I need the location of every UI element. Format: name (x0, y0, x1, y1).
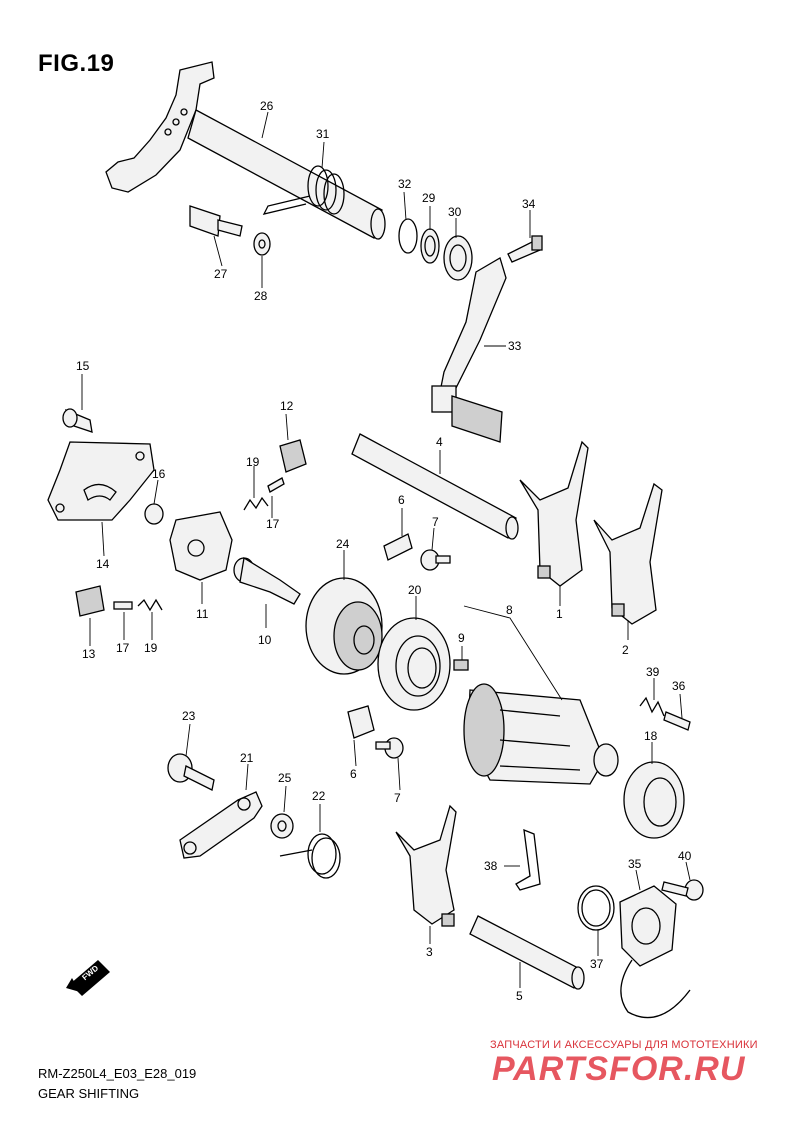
leader-lines (81, 111, 691, 988)
callout-21: 21 (240, 751, 254, 765)
callout-6: 6 (398, 493, 405, 507)
part-20-bearing (377, 617, 451, 711)
part-33-gearshift-lever (431, 257, 507, 443)
part-26-gearshift-shaft (105, 61, 386, 240)
callout-19-lower: 19 (144, 641, 158, 655)
callout-37: 37 (590, 957, 604, 971)
part-9-pin (453, 659, 469, 671)
part-11-gearshift-cam-driven-gear (169, 511, 233, 581)
part-37-o-ring (577, 885, 615, 931)
callout-7-lower: 7 (394, 791, 401, 805)
callout-33: 33 (508, 339, 522, 353)
part-18-bearing (623, 761, 685, 839)
callout-3: 3 (426, 945, 433, 959)
callout-24: 24 (336, 537, 350, 551)
part-32-circlip (398, 218, 418, 254)
callout-30: 30 (448, 205, 462, 219)
part-7-screw (420, 549, 451, 571)
part-28-washer (253, 232, 271, 256)
part-15-bolt (62, 408, 93, 433)
part-19-spring (243, 496, 269, 511)
callout-22: 22 (312, 789, 326, 803)
part-34-bolt (507, 235, 543, 263)
callout-35: 35 (628, 857, 642, 871)
watermark-brand: PARTSFOR.RU (492, 1050, 746, 1088)
callout-labels: 26 31 32 29 30 34 27 28 33 15 12 4 19 16… (76, 99, 692, 1003)
callout-10: 10 (258, 633, 272, 647)
part-27-bolt (189, 205, 243, 237)
part-10-cam-stopper-bolt (233, 556, 301, 605)
part-7-screw-lower (375, 737, 404, 759)
part-3-shift-fork (395, 804, 457, 927)
callout-18: 18 (644, 729, 658, 743)
part-4-fork-shaft (351, 433, 519, 540)
callout-36: 36 (672, 679, 686, 693)
diagram-subtitle: GEAR SHIFTING (38, 1086, 140, 1101)
callout-15: 15 (76, 359, 90, 373)
callout-2: 2 (622, 643, 629, 657)
callout-17-lower: 17 (116, 641, 130, 655)
part-25-washer (270, 813, 294, 839)
part-30-oil-seal (443, 235, 473, 281)
part-39-spring (639, 696, 665, 717)
callout-16: 16 (152, 467, 166, 481)
callout-9: 9 (458, 631, 465, 645)
part-24-gearshift-cam-gear (305, 577, 383, 675)
callout-12: 12 (280, 399, 294, 413)
part-13-pawl (75, 585, 105, 617)
figure-title: FIG.19 (38, 50, 115, 77)
part-8-gearshift-cam (463, 683, 619, 785)
part-31-return-spring (262, 165, 345, 215)
callout-40: 40 (678, 849, 692, 863)
part-12-stopper (279, 439, 307, 473)
part-2-shift-fork (593, 482, 663, 625)
part-17-pin-lower (113, 601, 133, 610)
callout-4: 4 (436, 435, 443, 449)
part-23-bolt (167, 753, 215, 791)
part-22-spring (279, 833, 341, 879)
callout-23: 23 (182, 709, 196, 723)
callout-26: 26 (260, 99, 274, 113)
callout-28: 28 (254, 289, 268, 303)
callout-1: 1 (556, 607, 563, 621)
callout-6-lower: 6 (350, 767, 357, 781)
callout-20: 20 (408, 583, 422, 597)
callout-25: 25 (278, 771, 292, 785)
part-40-bolt (661, 879, 704, 901)
part-19-spring-lower (137, 598, 163, 612)
part-17-pin (267, 477, 285, 493)
callout-27: 27 (214, 267, 228, 281)
callout-34: 34 (522, 197, 536, 211)
part-36-pin (663, 711, 691, 731)
fwd-arrow-icon: FWD (66, 960, 110, 996)
part-35-gear-position-switch (619, 885, 691, 1019)
part-5-fork-shaft (469, 915, 585, 990)
callout-19: 19 (246, 455, 260, 469)
callout-13: 13 (82, 647, 96, 661)
part-38-clip (515, 828, 541, 891)
callout-5: 5 (516, 989, 523, 1003)
watermark-tagline: ЗАПЧАСТИ И АКСЕССУАРЫ ДЛЯ МОТОТЕХНИКИ (490, 1039, 758, 1051)
part-6-bracket-lower (347, 705, 375, 739)
part-29-washer (420, 228, 440, 264)
callout-31: 31 (316, 127, 330, 141)
callout-7: 7 (432, 515, 439, 529)
callout-14: 14 (96, 557, 110, 571)
callout-11: 11 (196, 607, 209, 621)
part-6-bracket (383, 533, 413, 561)
callout-39: 39 (646, 665, 660, 679)
part-14-stopper-plate (47, 441, 155, 521)
part-21-cam-stopper (179, 791, 263, 859)
model-code: RM-Z250L4_E03_E28_019 (38, 1066, 197, 1081)
part-16-collar (144, 503, 164, 525)
callout-8: 8 (506, 603, 513, 617)
callout-17: 17 (266, 517, 280, 531)
callout-32: 32 (398, 177, 412, 191)
callout-29: 29 (422, 191, 436, 205)
part-1-shift-fork (519, 440, 589, 587)
callout-38: 38 (484, 859, 498, 873)
